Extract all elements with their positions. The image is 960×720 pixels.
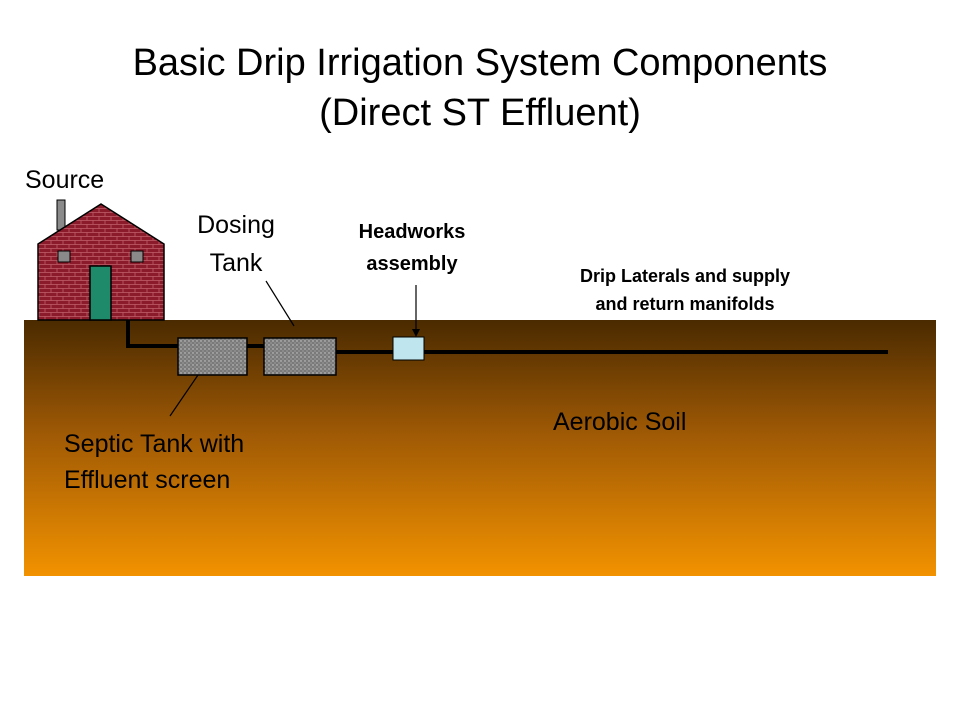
house-body — [37, 203, 165, 321]
house-window-right — [130, 250, 144, 263]
house-drain-pipe — [126, 320, 178, 348]
title-line-1: Basic Drip Irrigation System Components — [132, 42, 828, 84]
dosing-tank-label: Dosing Tank — [196, 206, 276, 282]
septic-tank-label: Septic Tank with Effluent screen — [64, 426, 244, 498]
septic-tank-callout-line — [169, 374, 199, 417]
chimney — [56, 199, 66, 231]
headworks-label-line1: Headworks — [358, 221, 466, 243]
septic-tank-label-line1: Septic Tank with — [64, 430, 245, 458]
title-line-2: (Direct ST Effluent) — [319, 92, 641, 134]
house-window-left — [57, 250, 71, 263]
dosing-tank-callout-line — [265, 280, 295, 327]
page-title: Basic Drip Irrigation System Components … — [0, 38, 960, 138]
septic-tank-label-line2: Effluent screen — [64, 466, 231, 494]
aerobic-soil-label: Aerobic Soil — [553, 408, 687, 436]
drip-laterals-label: Drip Laterals and supply and return mani… — [520, 262, 850, 318]
source-label: Source — [25, 166, 105, 194]
house-source — [37, 199, 165, 321]
dosing-tank — [263, 337, 337, 376]
soil-block — [24, 320, 936, 576]
headworks-label-line2: assembly — [366, 253, 458, 275]
drip-laterals-label-line1: Drip Laterals and supply — [579, 266, 791, 286]
headworks-label: Headworks assembly — [327, 216, 497, 280]
headworks-arrow-head — [412, 329, 420, 337]
headworks-box — [392, 336, 425, 361]
house-door — [89, 265, 112, 321]
dosing-tank-label-line1: Dosing — [197, 211, 275, 239]
dosing-tank-label-line2: Tank — [209, 249, 263, 277]
drip-laterals-label-line2: and return manifolds — [595, 294, 775, 314]
septic-tank — [177, 337, 248, 376]
